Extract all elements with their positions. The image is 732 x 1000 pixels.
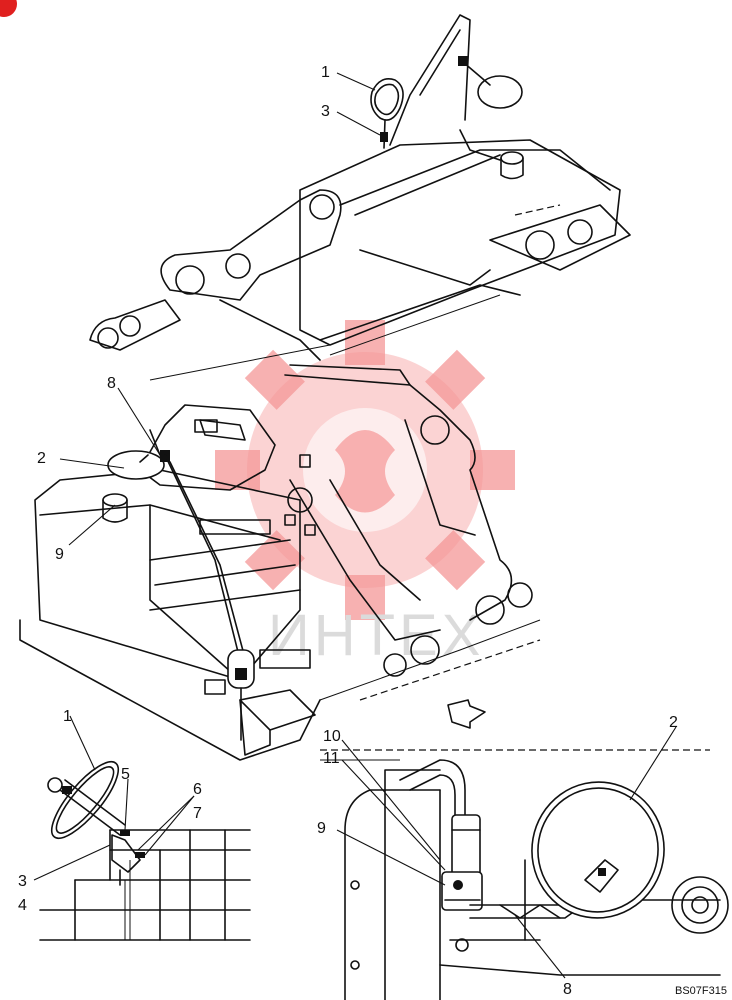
callout-1-left: 1 xyxy=(63,708,72,725)
view-direction-arrow-icon xyxy=(447,699,486,729)
callout-8-main: 8 xyxy=(107,375,116,392)
corner-badge-icon xyxy=(0,0,17,17)
machine-side-view: 8 2 9 xyxy=(19,364,541,761)
watermark-text: ИНТЕХ xyxy=(268,603,484,668)
callout-5-left: 5 xyxy=(121,766,130,783)
callout-3-left: 3 xyxy=(18,873,27,890)
callout-10-right: 10 xyxy=(323,728,341,745)
callout-9-right: 9 xyxy=(317,820,326,837)
callout-3-top: 3 xyxy=(321,103,330,120)
detail-view-left: 1 5 6 7 3 4 xyxy=(18,708,251,941)
callout-6-left: 6 xyxy=(193,781,202,798)
callout-1-top: 1 xyxy=(321,64,330,81)
detail-view-right: 10 11 9 2 8 xyxy=(317,714,729,1000)
callout-2-main: 2 xyxy=(37,450,46,467)
callout-8-right: 8 xyxy=(563,981,572,998)
callout-11-right: 11 xyxy=(323,750,340,767)
figure-code: BS07F315 xyxy=(675,985,727,997)
callout-7-left: 7 xyxy=(193,805,202,822)
watermark-logo: ИНТЕХ xyxy=(215,320,515,668)
callout-2-right: 2 xyxy=(669,714,678,731)
upper-structure-view: 1 3 xyxy=(89,14,631,381)
callout-4-left: 4 xyxy=(18,897,27,914)
callout-9-main: 9 xyxy=(55,546,64,563)
